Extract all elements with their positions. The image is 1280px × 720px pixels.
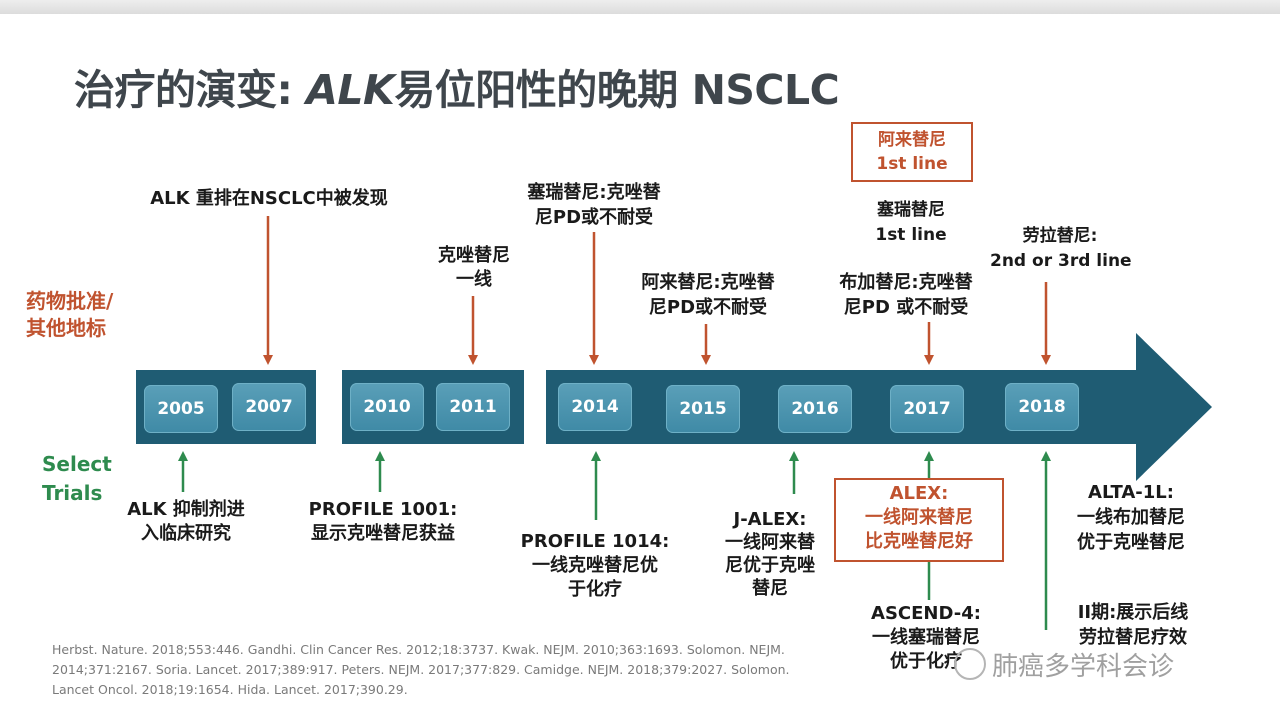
year-2011: 2011	[436, 383, 510, 431]
alex-trial-box: ALEX: 一线阿来替尼 比克唑替尼好	[834, 478, 1004, 562]
trial-profile-1014: PROFILE 1014: 一线克唑替尼优 于化疗	[520, 531, 670, 600]
trial-profile-1001: PROFILE 1001: 显示克唑替尼获益	[308, 499, 458, 544]
references: Herbst. Nature. 2018;553:446. Gandhi. Cl…	[52, 642, 790, 697]
year-2018: 2018	[1005, 383, 1079, 431]
event-crizotinib-1l: 克唑替尼 一线	[438, 245, 510, 290]
trial-alta-1l: ALTA-1L: 一线布加替尼 优于克唑替尼	[1077, 482, 1185, 553]
watermark-logo-icon	[954, 648, 986, 680]
trial-ascend-4: ASCEND-4: 一线塞瑞替尼 优于化疗	[871, 603, 981, 672]
year-2015: 2015	[666, 385, 740, 433]
trials-row-label: Select Trials	[42, 452, 112, 505]
event-ceritinib-1l: 塞瑞替尼 1st line	[875, 200, 947, 245]
event-lorlatinib: 劳拉替尼: 2nd or 3rd line	[990, 226, 1132, 271]
year-2014: 2014	[558, 383, 632, 431]
year-2016: 2016	[778, 385, 852, 433]
top-bar	[0, 0, 1280, 14]
trial-alex: ALEX: 一线阿来替尼 比克唑替尼好	[865, 483, 973, 552]
year-2017: 2017	[890, 385, 964, 433]
title-prefix: 治疗的演变:	[74, 66, 307, 114]
event-alk-discovered: ALK 重排在NSCLC中被发现	[150, 188, 388, 209]
approval-row-label: 药物批准/ 其他地标	[26, 289, 114, 340]
title-rest: 易位阳性的晚期 NSCLC	[394, 66, 840, 114]
page-title: 治疗的演变: ALK易位阳性的晚期 NSCLC	[74, 56, 840, 116]
event-alectinib-1l: 阿来替尼 1st line	[876, 130, 948, 174]
year-2007: 2007	[232, 383, 306, 431]
trial-j-alex: J-ALEX: 一线阿来替 尼优于克唑 替尼	[725, 509, 815, 599]
trial-lorlatinib-phase2: II期:展示后线 劳拉替尼疗效	[1077, 602, 1189, 648]
timeline-arrow-band	[546, 333, 1212, 481]
event-ceritinib-2l: 塞瑞替尼:克唑替 尼PD或不耐受	[527, 182, 661, 228]
event-brigatinib-2l: 布加替尼:克唑替 尼PD 或不耐受	[839, 272, 973, 318]
event-alectinib-2l: 阿来替尼:克唑替 尼PD或不耐受	[641, 272, 775, 318]
trial-alk-inhibitor: ALK 抑制剂进 入临床研究	[127, 499, 245, 544]
watermark: 肺癌多学科会诊	[992, 652, 1175, 682]
title-gene: ALK	[306, 66, 395, 114]
year-2010: 2010	[350, 383, 424, 431]
alectinib-1l-box: 阿来替尼 1st line	[851, 122, 973, 182]
year-2005: 2005	[144, 385, 218, 433]
